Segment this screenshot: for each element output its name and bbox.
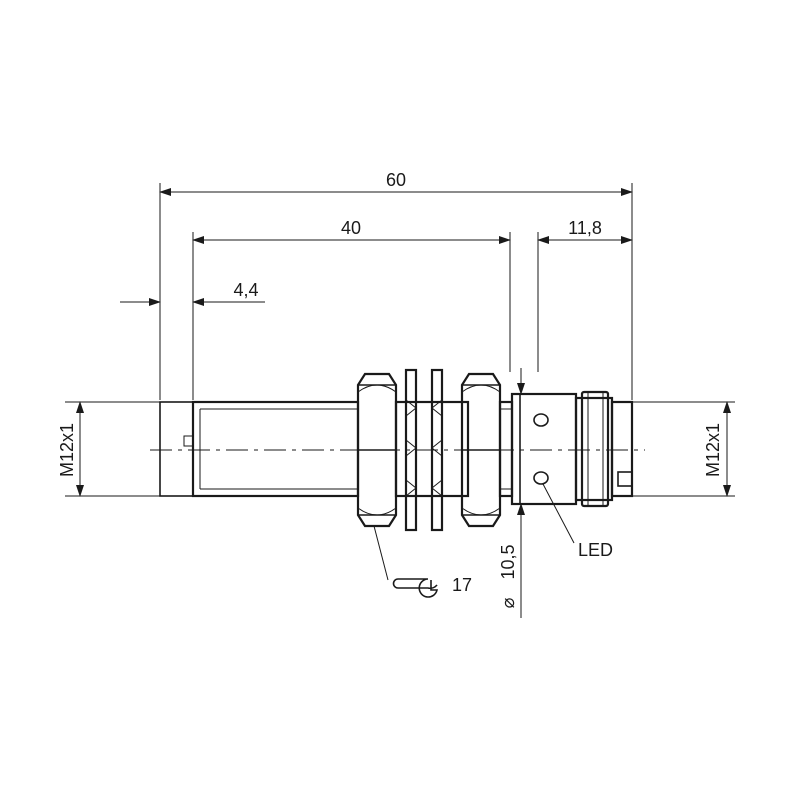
- dimension-connector-length: 11,8: [537, 218, 633, 244]
- led-window-bottom: [533, 471, 549, 485]
- hex-nut-front: [356, 372, 398, 528]
- led-housing: [510, 392, 578, 506]
- dimension-front-offset: 4,4: [120, 280, 265, 306]
- dimension-diameter: 10,5 ⌀: [498, 368, 525, 618]
- left-thread-label: M12x1: [57, 423, 77, 477]
- dimension-left-thread: M12x1: [57, 401, 84, 497]
- diameter-symbol: ⌀: [498, 597, 518, 608]
- sensor-body: [159, 400, 514, 498]
- wrench-icon: [392, 578, 439, 598]
- overall-length-label: 60: [386, 170, 406, 190]
- thread-length-label: 40: [341, 218, 361, 238]
- extension-lines: [65, 183, 735, 497]
- led-window-top: [533, 413, 549, 427]
- toothed-washer-1: [404, 368, 418, 532]
- dimension-overall-length: 60: [159, 170, 633, 196]
- dimension-thread-length: 40: [192, 218, 511, 244]
- wrench-callout: 17: [373, 525, 472, 598]
- connector-length-label: 11,8: [568, 218, 602, 238]
- led-label: LED: [578, 540, 613, 560]
- diameter-label: 10,5: [498, 544, 518, 579]
- hex-nut-rear: [460, 372, 502, 528]
- toothed-washer-2: [430, 368, 444, 532]
- led-callout: LED: [542, 483, 613, 560]
- front-offset-label: 4,4: [233, 280, 258, 300]
- connector-plug: [574, 390, 634, 508]
- wrench-size-label: 17: [452, 575, 472, 595]
- dimension-right-thread: M12x1: [703, 401, 731, 497]
- right-thread-label: M12x1: [703, 423, 723, 477]
